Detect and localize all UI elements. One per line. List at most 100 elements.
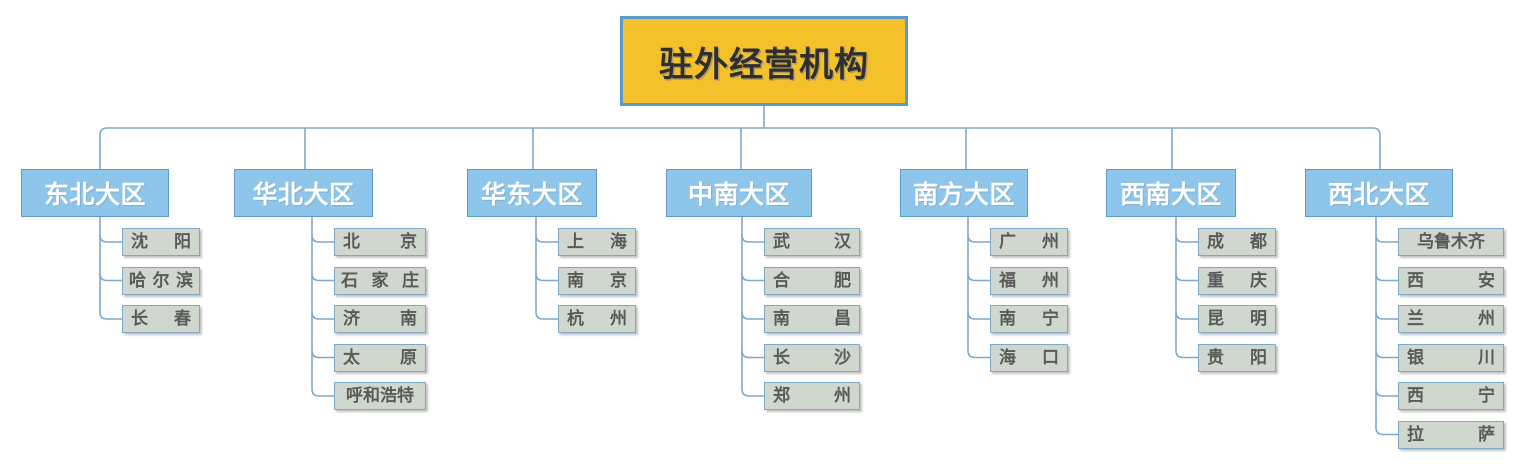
city-node-label: 上海 [567,232,627,251]
city-node-label: 南昌 [773,309,851,328]
region-node-7[interactable]: 西北大区 [1305,169,1453,217]
child-elbow-line [741,350,764,359]
region-node-2[interactable]: 华北大区 [234,169,373,217]
city-node[interactable]: 兰州 [1398,305,1504,333]
city-node[interactable]: 石家庄 [334,266,426,295]
city-node-label: 武汉 [773,232,851,251]
city-node-label: 南京 [567,270,627,290]
child-elbow-line [311,234,334,243]
city-node-label: 北京 [343,232,417,251]
child-elbow-line [1375,350,1398,359]
city-node-label: 南宁 [999,309,1059,328]
region-node-label: 南方大区 [912,181,1015,209]
region-node-label: 中南大区 [687,181,790,209]
city-node[interactable]: 福州 [990,266,1068,295]
city-node[interactable]: 南昌 [764,305,860,333]
city-node[interactable]: 杭州 [558,305,636,333]
city-node[interactable]: 西安 [1398,266,1504,295]
child-elbow-line [535,234,558,243]
city-node-label: 成都 [1207,232,1267,251]
child-trunk-line [967,217,990,359]
city-node[interactable]: 重庆 [1198,266,1276,295]
city-node[interactable]: 沈阳 [122,228,200,256]
city-node-label: 沈阳 [131,232,191,251]
region-node-4[interactable]: 中南大区 [666,169,812,217]
child-elbow-line [1175,234,1198,243]
root-node[interactable]: 驻外经营机构 [620,16,908,106]
child-trunk-line [535,217,558,320]
region-node-label: 西南大区 [1119,181,1222,209]
region-node-label: 东北大区 [43,181,146,209]
city-node-label: 石家庄 [341,270,419,290]
child-elbow-line [1175,273,1198,282]
city-node[interactable]: 合肥 [764,266,860,295]
city-node-label: 呼和浩特 [346,386,414,405]
child-elbow-line [311,273,334,282]
city-node[interactable]: 昆明 [1198,305,1276,333]
city-node[interactable]: 郑州 [764,382,860,410]
region-node-5[interactable]: 南方大区 [900,169,1028,217]
city-node-label: 昆明 [1207,309,1267,328]
city-node[interactable]: 南宁 [990,305,1068,333]
city-node-label: 兰州 [1407,309,1495,328]
child-trunk-line [1375,217,1398,436]
city-node-label: 哈尔滨 [129,270,193,290]
child-elbow-line [741,273,764,282]
child-elbow-line [99,273,122,282]
city-node-label: 贵阳 [1207,347,1267,367]
bus-line [99,127,1381,170]
region-node-3[interactable]: 华东大区 [467,169,597,217]
child-elbow-line [1375,311,1398,320]
child-trunk-line [99,217,122,320]
city-node[interactable]: 广州 [990,228,1068,256]
child-elbow-line [967,234,990,243]
city-node[interactable]: 拉萨 [1398,420,1504,449]
city-node[interactable]: 太原 [334,343,426,372]
city-node-label: 广州 [999,232,1059,251]
city-node-label: 拉萨 [1407,424,1495,444]
child-trunk-line [741,217,764,397]
city-node-label: 长春 [131,309,191,328]
city-node[interactable]: 南京 [558,266,636,295]
city-node-label: 重庆 [1207,270,1267,290]
city-node[interactable]: 北京 [334,228,426,256]
region-node-6[interactable]: 西南大区 [1106,169,1236,217]
city-node[interactable]: 贵阳 [1198,343,1276,372]
city-node-label: 杭州 [567,309,627,328]
city-node[interactable]: 上海 [558,228,636,256]
child-elbow-line [1375,273,1398,282]
child-elbow-line [967,273,990,282]
city-node[interactable]: 西宁 [1398,382,1504,410]
city-node[interactable]: 长沙 [764,343,860,372]
region-node-1[interactable]: 东北大区 [21,169,169,217]
city-node[interactable]: 银川 [1398,343,1504,372]
city-node-label: 西宁 [1407,386,1495,405]
city-node[interactable]: 武汉 [764,228,860,256]
child-elbow-line [99,234,122,243]
city-node[interactable]: 呼和浩特 [334,382,426,410]
child-elbow-line [311,350,334,359]
city-node-label: 太原 [343,347,417,367]
city-node[interactable]: 乌鲁木齐 [1398,228,1504,256]
city-node-label: 海口 [999,347,1059,367]
city-node[interactable]: 哈尔滨 [122,266,200,295]
city-node[interactable]: 成都 [1198,228,1276,256]
region-node-label: 西北大区 [1327,181,1430,209]
city-node-label: 长沙 [773,347,851,367]
child-trunk-line [1175,217,1198,359]
child-elbow-line [1375,234,1398,243]
child-elbow-line [1175,311,1198,320]
city-node-label: 郑州 [773,386,851,405]
city-node-label: 合肥 [773,270,851,290]
child-elbow-line [967,311,990,320]
city-node-label: 银川 [1407,347,1495,367]
city-node[interactable]: 济南 [334,305,426,333]
region-node-label: 华北大区 [252,181,355,209]
child-elbow-line [741,311,764,320]
child-elbow-line [1375,388,1398,397]
child-elbow-line [311,311,334,320]
city-node-label: 福州 [999,270,1059,290]
city-node[interactable]: 海口 [990,343,1068,372]
city-node-label: 乌鲁木齐 [1417,232,1485,251]
city-node[interactable]: 长春 [122,305,200,333]
